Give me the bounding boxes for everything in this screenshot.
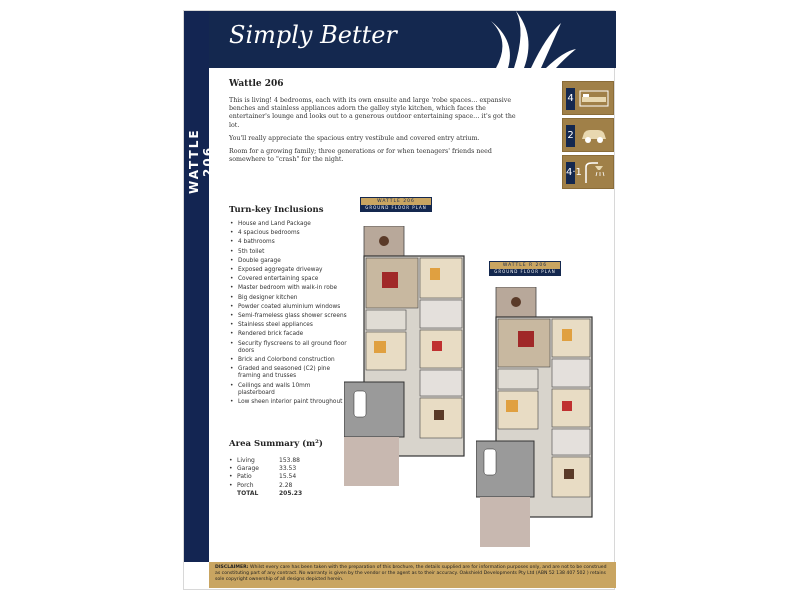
area-total-row: TOTAL 205.23	[229, 490, 306, 498]
inclusion-item: House and Land Package	[229, 221, 349, 228]
area-value: 33.53	[279, 465, 297, 473]
inclusions-list: House and Land Package 4 spacious bedroo…	[229, 221, 349, 408]
area-row: • Porch 2.28	[229, 481, 306, 489]
feature-bathrooms-count: 4·1	[566, 162, 582, 184]
inclusion-item: Graded and seasoned (C2) pine framing an…	[229, 366, 349, 380]
area-value: 2.28	[279, 481, 293, 489]
intro-paragraph: You'll really appreciate the spacious en…	[229, 134, 480, 142]
inclusions-heading: Turn-key Inclusions	[229, 205, 324, 215]
content-title: Wattle 206	[229, 79, 284, 89]
inclusion-item: 5th toilet	[229, 249, 349, 256]
area-total-value: 205.23	[279, 490, 303, 498]
area-row: • Patio 15.54	[229, 473, 306, 481]
disclaimer: DISCLAIMER: Whilst every care has been t…	[209, 562, 616, 588]
car-icon	[582, 130, 606, 143]
inclusion-item: Ceilings and walls 10mm plasterboard	[229, 383, 349, 397]
feature-bathrooms: 4·1	[562, 155, 614, 189]
inclusion-item: Double garage	[229, 258, 349, 265]
area-value: 15.54	[279, 473, 297, 481]
intro-paragraph: This is living! 4 bedrooms, each with it…	[229, 97, 516, 129]
inclusion-item: Exposed aggregate driveway	[229, 267, 349, 274]
plan-label-2: WATTLE R 206 GROUND FLOOR PLAN	[489, 261, 561, 276]
sidebar: WATTLE 206	[184, 11, 215, 562]
plan-label-1: WATTLE 206 GROUND FLOOR PLAN	[360, 197, 432, 212]
floor-plan-2	[476, 287, 593, 547]
disclaimer-label: DISCLAIMER:	[215, 565, 249, 570]
plan-label-sub: GROUND FLOOR PLAN	[361, 205, 431, 211]
inclusion-item: Powder coated aluminium windows	[229, 304, 349, 311]
area-label: Porch	[237, 481, 254, 489]
area-label: Garage	[237, 465, 259, 473]
feature-icons: 4 2 4·1	[562, 81, 614, 192]
brochure-page: WATTLE 206 Simply Better 4 2	[183, 10, 616, 590]
inclusion-item: Brick and Colorbond construction	[229, 357, 349, 364]
leaf-decoration-icon	[491, 11, 576, 68]
inclusion-item: Semi-frameless glass shower screens	[229, 313, 349, 320]
disclaimer-text: Whilst every care has been taken with th…	[215, 565, 607, 582]
area-label: Patio	[237, 473, 252, 481]
bed-icon	[579, 90, 609, 107]
inclusion-item: 4 spacious bedrooms	[229, 230, 349, 237]
area-heading: Area Summary (m²)	[229, 439, 323, 449]
feature-bedrooms: 4	[562, 81, 614, 115]
area-summary-table: • Living 153.88 • Garage 33.53 • Patio 1…	[229, 456, 306, 498]
plan-label-name: WATTLE R 206	[490, 262, 560, 269]
plan-label-sub: GROUND FLOOR PLAN	[490, 269, 560, 275]
area-total-label: TOTAL	[237, 490, 259, 498]
area-value: 153.88	[279, 456, 300, 464]
inclusion-item: Stainless steel appliances	[229, 322, 349, 329]
inclusion-item: Big designer kitchen	[229, 295, 349, 302]
feature-garage: 2	[562, 118, 614, 152]
feature-garage-count: 2	[566, 125, 575, 147]
banner: Simply Better	[209, 11, 616, 68]
area-label: Living	[237, 456, 255, 464]
area-row: • Garage 33.53	[229, 464, 306, 472]
inclusion-item: Master bedroom with walk-in robe	[229, 285, 349, 292]
inclusion-item: 4 bathrooms	[229, 239, 349, 246]
sidebar-title: WATTLE 206	[187, 128, 215, 194]
intro-paragraph: Room for a growing family; three generat…	[229, 148, 492, 164]
inclusion-item: Covered entertaining space	[229, 276, 349, 283]
shower-icon	[585, 162, 605, 183]
intro-text: This is living! 4 bedrooms, each with it…	[229, 97, 519, 169]
area-row: • Living 153.88	[229, 456, 306, 464]
feature-bedrooms-count: 4	[566, 88, 575, 110]
inclusion-item: Security flyscreens to all ground floor …	[229, 341, 349, 355]
floor-plan-1	[344, 226, 465, 486]
inclusion-item: Low sheen interior paint throughout	[229, 399, 349, 406]
plan-label-name: WATTLE 206	[361, 198, 431, 205]
banner-title: Simply Better	[229, 21, 397, 49]
inclusion-item: Rendered brick facade	[229, 331, 349, 338]
